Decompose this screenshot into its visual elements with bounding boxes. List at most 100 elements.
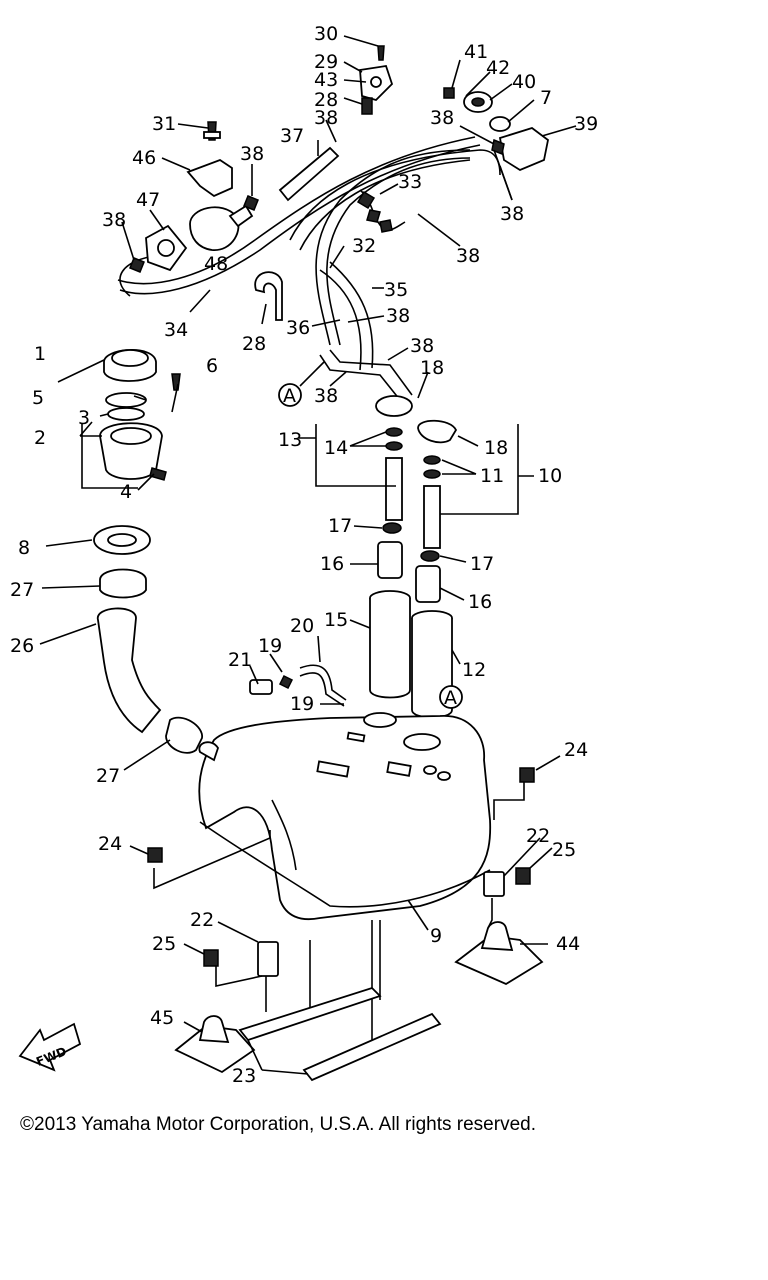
callout-24-left: 24 xyxy=(98,833,122,855)
bracket-22-left xyxy=(257,941,279,977)
callout-45: 45 xyxy=(150,1007,174,1029)
callout-33: 33 xyxy=(398,171,422,193)
callout-5: 5 xyxy=(32,387,44,409)
callout-4: 4 xyxy=(120,481,132,503)
callout-23: 23 xyxy=(232,1065,256,1087)
callout-2: 2 xyxy=(34,427,46,449)
callout-8: 8 xyxy=(18,537,30,559)
callout-48: 48 xyxy=(204,253,228,275)
callout-A-top: A xyxy=(283,385,296,407)
callout-20: 20 xyxy=(290,615,314,637)
callout-43: 43 xyxy=(314,69,338,91)
bolt-25-left xyxy=(203,949,219,967)
filler-cap-1 xyxy=(103,349,157,382)
callout-12: 12 xyxy=(462,659,486,681)
callout-38-hose33: 38 xyxy=(456,245,480,267)
callout-27-bottom: 27 xyxy=(96,765,120,787)
hose-37 xyxy=(278,146,340,202)
fuel-tank-exploded-diagram: FWD xyxy=(10,23,598,1087)
callout-18-top: 18 xyxy=(420,357,444,379)
hose-26 xyxy=(97,607,162,734)
clip-28 xyxy=(254,271,283,321)
clamp-38-b xyxy=(129,257,145,273)
callout-36: 36 xyxy=(286,317,310,339)
clamp-28-top xyxy=(361,97,373,115)
callout-22-right: 22 xyxy=(526,825,550,847)
callout-26: 26 xyxy=(10,635,34,657)
gasket-5 xyxy=(105,392,147,408)
pickup-10 xyxy=(417,419,458,562)
callout-38-top: 38 xyxy=(314,107,338,129)
mat-23-lower xyxy=(302,1012,442,1082)
callout-38-filter: 38 xyxy=(240,143,264,165)
tube-15 xyxy=(369,590,411,699)
screw-4 xyxy=(149,467,167,481)
callout-38-A: 38 xyxy=(314,385,338,407)
callout-41: 41 xyxy=(464,41,488,63)
callout-46: 46 xyxy=(132,147,156,169)
callout-24-right: 24 xyxy=(564,739,588,761)
callout-25-left: 25 xyxy=(152,933,176,955)
clamp-27-top xyxy=(99,568,147,599)
callout-11: 11 xyxy=(480,465,504,487)
callout-labels: 30 29 43 28 38 31 37 46 38 47 38 48 41 4… xyxy=(10,23,598,1087)
mount-45 xyxy=(174,1015,256,1074)
callout-25-right: 25 xyxy=(552,839,576,861)
gasket-7 xyxy=(489,116,511,132)
callout-15: 15 xyxy=(324,609,348,631)
flange-8 xyxy=(93,525,151,555)
callout-38-cock: 38 xyxy=(430,107,454,129)
callout-1: 1 xyxy=(34,343,46,365)
callout-31: 31 xyxy=(152,113,176,135)
callout-38-mid: 38 xyxy=(386,305,410,327)
fuel-filter-48 xyxy=(189,204,254,251)
callout-17-right: 17 xyxy=(470,553,494,575)
fwd-arrow-icon: FWD xyxy=(18,1022,82,1072)
fuel-tank-9 xyxy=(198,712,492,921)
holder-47 xyxy=(145,224,188,272)
hose-33 xyxy=(356,189,406,233)
callout-30: 30 xyxy=(314,23,338,45)
callout-16-right: 16 xyxy=(468,591,492,613)
bracket-22-right xyxy=(483,871,505,897)
filter-16-right xyxy=(415,565,441,603)
filter-16-left xyxy=(377,541,403,579)
callout-34: 34 xyxy=(164,319,188,341)
leader-lines xyxy=(39,35,577,1075)
screw-41 xyxy=(443,87,455,99)
callout-38-left: 38 xyxy=(102,209,126,231)
callout-14: 14 xyxy=(324,437,348,459)
pickup-13 xyxy=(375,395,413,534)
callout-32: 32 xyxy=(352,235,376,257)
callout-38-right: 38 xyxy=(410,335,434,357)
callout-17-left: 17 xyxy=(328,515,352,537)
bolt-24-left xyxy=(147,847,163,863)
callout-10: 10 xyxy=(538,465,562,487)
callout-27-top: 27 xyxy=(10,579,34,601)
callout-40: 40 xyxy=(512,71,536,93)
callout-6: 6 xyxy=(206,355,218,377)
callout-37: 37 xyxy=(280,125,304,147)
callout-47: 47 xyxy=(136,189,160,211)
fuel-hose-bundle xyxy=(117,136,501,401)
bracket-29 xyxy=(359,64,394,102)
packing-3 xyxy=(107,407,145,421)
bracket-46 xyxy=(186,158,233,198)
callout-28-top: 28 xyxy=(314,89,338,111)
check-valve-21 xyxy=(249,679,273,695)
callout-16-left: 16 xyxy=(320,553,344,575)
bolt-24-right xyxy=(519,767,535,783)
copyright-notice: ©2013 Yamaha Motor Corporation, U.S.A. A… xyxy=(20,1114,536,1135)
fuel-cock-39 xyxy=(491,127,549,172)
callout-3: 3 xyxy=(78,407,90,429)
callout-A-bottom: A xyxy=(444,687,457,709)
callout-22-left: 22 xyxy=(190,909,214,931)
filler-neck-2 xyxy=(99,422,163,480)
callout-38-cock-lower: 38 xyxy=(500,203,524,225)
screw-30 xyxy=(377,45,385,61)
screw-31 xyxy=(203,121,221,141)
stand-legs xyxy=(309,920,381,1040)
callout-7: 7 xyxy=(540,87,552,109)
clamp-27-bottom xyxy=(165,716,203,754)
clamp-19 xyxy=(278,674,294,690)
